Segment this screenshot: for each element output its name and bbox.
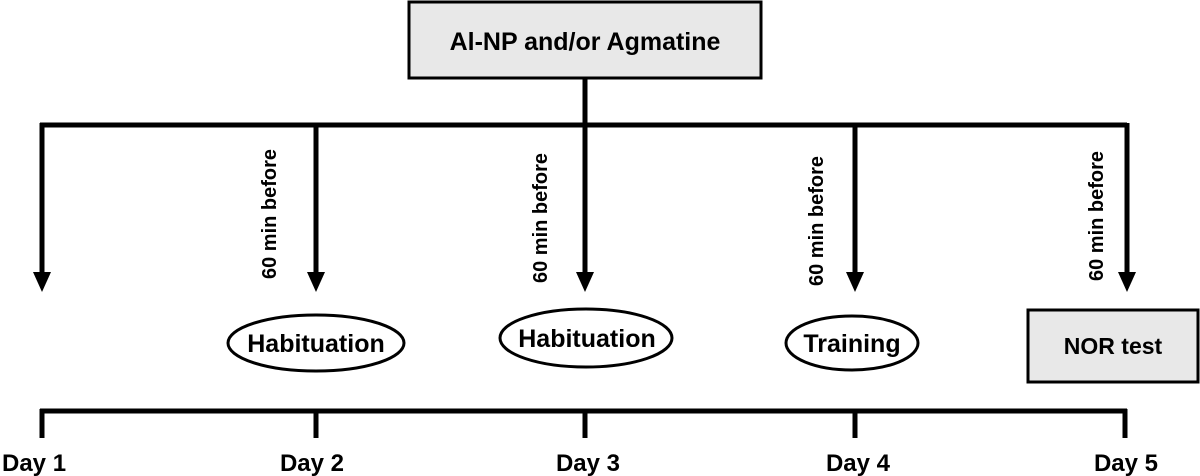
arrow-head-day-5 xyxy=(1118,272,1136,292)
timing-label-day-4: 60 min before xyxy=(806,156,828,286)
stage-habituation-2-label: Habituation xyxy=(518,325,656,353)
stage-habituation-2-ellipse xyxy=(498,307,674,369)
stage-habituation-1-label: Habituation xyxy=(247,330,385,358)
arrow-head-day-1 xyxy=(33,272,51,292)
stage-habituation-1-ellipse xyxy=(226,313,406,373)
arrow-head-day-2 xyxy=(307,272,325,292)
day-label-2: Day 2 xyxy=(280,450,344,476)
day-label-3: Day 3 xyxy=(556,450,620,476)
timing-label-day-3: 60 min before xyxy=(530,153,552,283)
day-label-5: Day 5 xyxy=(1094,450,1158,476)
day-label-1: Day 1 xyxy=(2,450,66,476)
timing-label-day-2: 60 min before xyxy=(259,149,281,279)
arrow-head-day-4 xyxy=(846,272,864,292)
stage-training-ellipse xyxy=(784,314,920,372)
day-label-4: Day 4 xyxy=(826,450,891,476)
timing-label-day-5: 60 min before xyxy=(1086,151,1108,281)
treatment-box xyxy=(407,0,763,80)
stage-nor-test-box xyxy=(1026,308,1200,384)
stage-training-label: Training xyxy=(803,330,900,358)
treatment-label: Al-NP and/or Agmatine xyxy=(450,28,721,56)
stage-nor-test-label: NOR test xyxy=(1064,333,1163,359)
arrow-head-day-3 xyxy=(576,272,594,292)
